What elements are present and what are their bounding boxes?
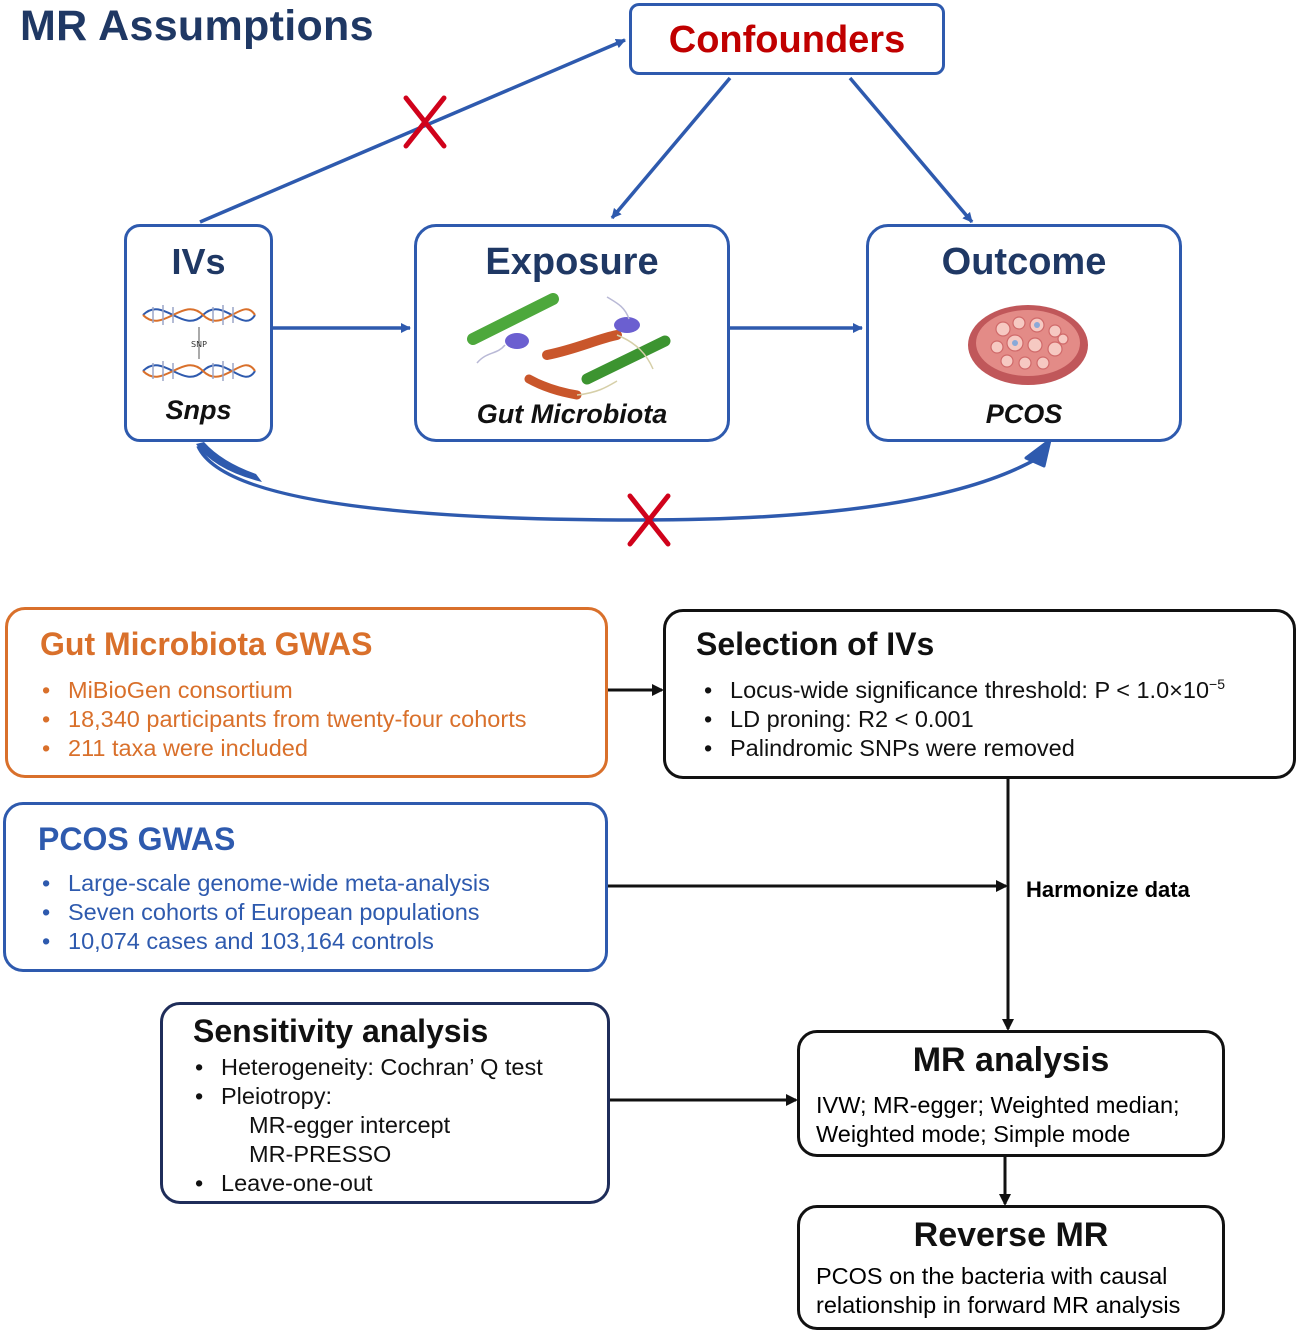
gut-gwas-title: Gut Microbiota GWAS — [40, 626, 373, 662]
list-item: Leave-one-out — [187, 1169, 373, 1198]
selection-list: Locus-wide significance threshold: P < 1… — [696, 676, 1225, 763]
list-item: 10,074 cases and 103,164 controls — [34, 927, 490, 956]
confounders-label: Confounders — [668, 19, 906, 61]
cross-icon — [403, 95, 447, 149]
pcos-gwas-list: Large-scale genome-wide meta-analysis Se… — [34, 869, 490, 956]
list-item: 18,340 participants from twenty-four coh… — [34, 705, 526, 734]
reverse-mr-description: PCOS on the bacteria with causal — [816, 1263, 1168, 1289]
pleiotropy-sub-item: MR-egger intercept — [249, 1112, 451, 1138]
list-item: 211 taxa were included — [34, 734, 526, 763]
ovary-icon — [968, 305, 1088, 385]
snp-mini-label: SNP — [191, 340, 207, 349]
sensitivity-title: Sensitivity analysis — [193, 1013, 489, 1049]
cross-icon — [627, 493, 671, 547]
reverse-mr-title: Reverse MR — [913, 1216, 1109, 1254]
arrow-confounders-to-outcome — [848, 76, 974, 224]
page-title: MR Assumptions — [20, 2, 374, 50]
ivs-node: IVs SNP Snps — [124, 224, 273, 442]
mr-analysis-box: MR analysis IVW; MR-egger; Weighted medi… — [797, 1030, 1225, 1157]
curve-arrowhead — [1024, 438, 1052, 468]
threshold-exponent: −5 — [1209, 676, 1225, 693]
pleiotropy-sub-item: MR-PRESSO — [249, 1141, 392, 1167]
arrow-confounders-to-exposure — [610, 76, 732, 220]
list-item: Large-scale genome-wide meta-analysis — [34, 869, 490, 898]
exposure-subtitle: Gut Microbiota — [476, 399, 668, 429]
sensitivity-box: Sensitivity analysis Heterogeneity: Coch… — [160, 1002, 610, 1204]
curve-thick-start — [196, 442, 262, 482]
threshold-text: Locus-wide significance threshold: P < 1… — [730, 677, 1210, 703]
selection-box: Selection of IVs Locus-wide significance… — [663, 609, 1296, 779]
list-item: Pleiotropy: — [187, 1082, 543, 1111]
gut-gwas-box: Gut Microbiota GWAS MiBioGen consortium … — [5, 607, 608, 778]
exposure-node: Exposure Gut Microbiota — [414, 224, 730, 442]
pcos-gwas-title: PCOS GWAS — [38, 821, 236, 857]
sensitivity-list-bottom: Leave-one-out — [187, 1169, 373, 1198]
outcome-subtitle: PCOS — [985, 399, 1063, 429]
harmonize-label: Harmonize data — [1026, 877, 1190, 902]
dna-icon: SNP — [142, 305, 256, 381]
mr-analysis-title: MR analysis — [912, 1041, 1110, 1079]
pcos-gwas-box: PCOS GWAS Large-scale genome-wide meta-a… — [3, 802, 608, 972]
ivs-subtitle: Snps — [165, 395, 232, 425]
list-item: MiBioGen consortium — [34, 676, 526, 705]
list-item: Palindromic SNPs were removed — [696, 734, 1225, 763]
list-item: LD proning: R2 < 0.001 — [696, 705, 1225, 734]
arrow-ivs-to-confounders — [199, 38, 626, 224]
gut-gwas-list: MiBioGen consortium 18,340 participants … — [34, 676, 526, 763]
arrow-ivs-to-outcome-curve — [196, 445, 1039, 522]
mr-analysis-methods-line: IVW; MR-egger; Weighted median; — [816, 1092, 1180, 1118]
ivs-title: IVs — [171, 241, 226, 282]
bacteria-icon — [467, 293, 671, 400]
reverse-mr-description: relationship in forward MR analysis — [816, 1292, 1181, 1318]
outcome-title: Outcome — [941, 241, 1107, 283]
list-item: Seven cohorts of European populations — [34, 898, 490, 927]
exposure-title: Exposure — [485, 241, 659, 283]
reverse-mr-box: Reverse MR PCOS on the bacteria with cau… — [797, 1205, 1225, 1330]
outcome-node: Outcome PCOS — [866, 224, 1182, 442]
list-item: Locus-wide significance threshold: P < 1… — [696, 676, 1225, 705]
sensitivity-list-top: Heterogeneity: Cochran’ Q test Pleiotrop… — [187, 1053, 543, 1111]
selection-title: Selection of IVs — [696, 626, 935, 662]
mr-analysis-methods-line: Weighted mode; Simple mode — [816, 1121, 1131, 1147]
confounders-box: Confounders — [629, 3, 945, 75]
list-item: Heterogeneity: Cochran’ Q test — [187, 1053, 543, 1082]
